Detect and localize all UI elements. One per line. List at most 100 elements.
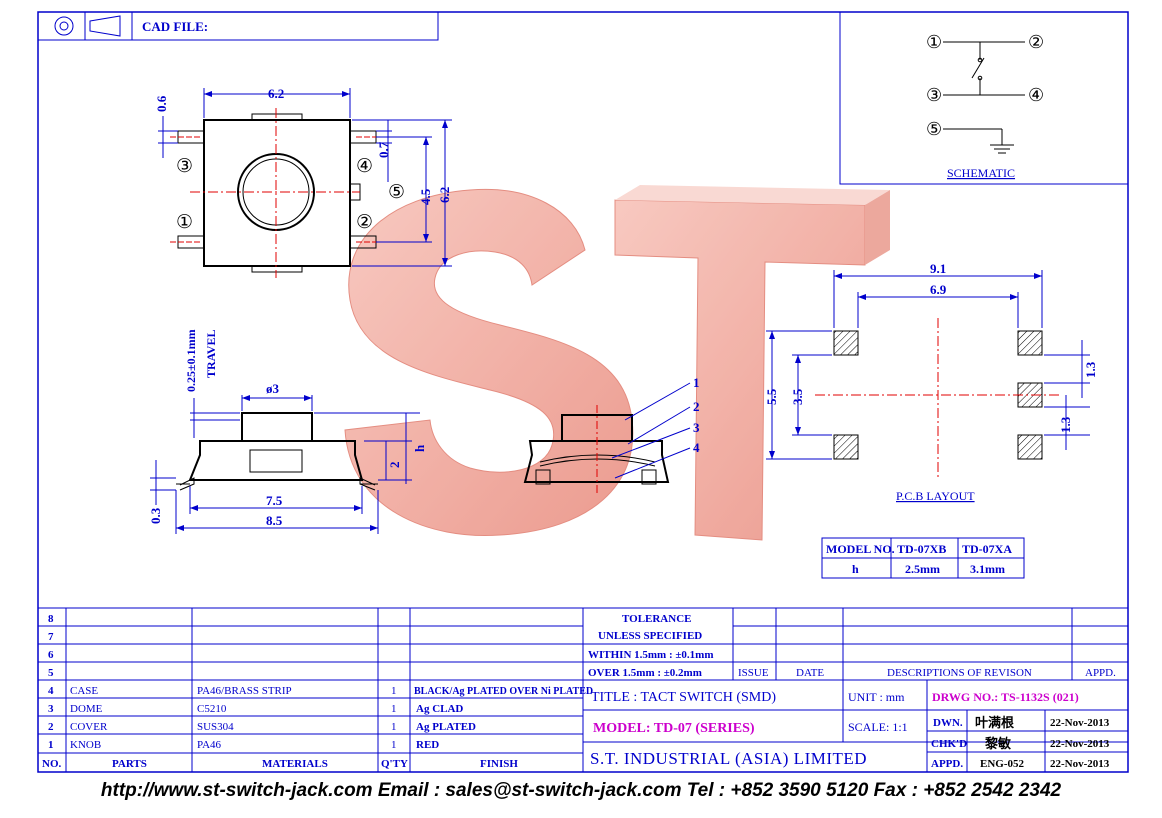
dim-75: 7.5 xyxy=(266,493,283,508)
revision-issue: ISSUE xyxy=(738,667,769,679)
drawing-sheet: CAD FILE: ① ② ③ ④ ⑤ SCHEMATIC xyxy=(37,11,1129,773)
pcb-dim-69: 6.9 xyxy=(930,282,947,297)
drawing-number: DRWG NO.: TS-1132S (021) xyxy=(932,690,1079,704)
dim-height: 6.2 xyxy=(437,187,452,203)
top-view: ③ ④ ⑤ ① ② 6.2 0.6 0.7 4.5 6.2 xyxy=(154,86,452,278)
pcb-dim-13b: 1.3 xyxy=(1058,416,1073,433)
tolerance-line3: WITHIN 1.5mm : ±0.1mm xyxy=(588,649,714,661)
bom-table: 8 7 6 5 4 3 2 1 CASE DOME COVER KNOB PA4… xyxy=(42,613,593,770)
pcb-layout: 9.1 6.9 5.5 3.5 1.3 1.3 P.C.B LAYOUT xyxy=(764,261,1098,503)
schematic-pin-1: ① xyxy=(926,32,942,52)
model-table-cell-2: 3.1mm xyxy=(970,562,1005,576)
appd-date: 22-Nov-2013 xyxy=(1050,758,1110,770)
dim-inner: 4.5 xyxy=(418,188,433,205)
section-view: 1 2 3 4 xyxy=(523,375,700,495)
schematic-pin-3: ③ xyxy=(926,85,942,105)
pcb-title: P.C.B LAYOUT xyxy=(896,489,975,503)
model-table-header-2: TD-07XA xyxy=(962,542,1012,556)
side-view: 0.25±0.1mm TRAVEL ø3 2 h 0.3 7.5 8.5 xyxy=(148,329,427,534)
bom-no-4: 4 xyxy=(48,685,54,697)
bom-material-1: PA46 xyxy=(197,739,222,751)
bom-part-3: DOME xyxy=(70,703,103,715)
unit-label: UNIT : mm xyxy=(848,690,905,704)
dim-h: h xyxy=(412,444,427,452)
callout-3: 3 xyxy=(693,420,700,435)
pcb-dim-91: 9.1 xyxy=(930,261,946,276)
schematic-pin-2: ② xyxy=(1028,32,1044,52)
appd-label: APPD. xyxy=(931,758,963,770)
travel-value: 0.25±0.1mm xyxy=(184,329,198,392)
bom-material-2: SUS304 xyxy=(197,721,234,733)
revision-date: DATE xyxy=(796,667,824,679)
cad-header: CAD FILE: xyxy=(37,11,439,41)
schematic-pin-5: ⑤ xyxy=(926,119,942,139)
callout-1: 1 xyxy=(693,375,700,390)
dim-03: 0.3 xyxy=(148,507,163,524)
top-pin-2: ② xyxy=(356,212,373,233)
bom-no-3: 3 xyxy=(48,703,54,715)
bom-no-5: 5 xyxy=(48,667,54,679)
tolerance-title: TOLERANCE xyxy=(622,613,691,625)
st-watermark xyxy=(344,185,890,541)
bom-no-7: 7 xyxy=(48,631,54,643)
model-table-header-1: TD-07XB xyxy=(897,542,946,556)
chk-label: CHK'D xyxy=(931,738,967,750)
top-pin-4: ④ xyxy=(356,156,373,177)
bom-qty-4: 1 xyxy=(391,685,397,697)
title-block xyxy=(38,607,1128,772)
chk-date: 22-Nov-2013 xyxy=(1050,738,1110,750)
tolerance-line2: UNLESS SPECIFIED xyxy=(598,630,702,642)
bom-material-3: C5210 xyxy=(197,703,227,715)
schematic-pin-4: ④ xyxy=(1028,85,1044,105)
contact-footer: http://www.st-switch-jack.com Email : sa… xyxy=(100,780,1062,801)
schematic-box: ① ② ③ ④ ⑤ SCHEMATIC xyxy=(839,11,1129,185)
bom-qty-3: 1 xyxy=(391,703,397,715)
bom-finish-3: Ag CLAD xyxy=(416,703,463,715)
company-name: S.T. INDUSTRIAL (ASIA) LIMITED xyxy=(590,749,867,768)
bom-header-finish: FINISH xyxy=(480,758,518,770)
pcb-dim-35: 3.5 xyxy=(790,388,805,405)
top-pin-3: ③ xyxy=(176,156,193,177)
schematic-title: SCHEMATIC xyxy=(947,166,1015,180)
model-table-cell-1: 2.5mm xyxy=(905,562,940,576)
bom-part-2: COVER xyxy=(70,721,108,733)
chk-name: 黎敏 xyxy=(985,736,1012,751)
title-info: TITLE : TACT SWITCH (SMD) MODEL: TD-07 (… xyxy=(590,690,1110,770)
bom-part-1: KNOB xyxy=(70,739,101,751)
dwn-label: DWN. xyxy=(933,717,963,729)
bom-no-1: 1 xyxy=(48,739,54,751)
drawing-title: TITLE : TACT SWITCH (SMD) xyxy=(591,690,776,705)
bom-finish-2: Ag PLATED xyxy=(416,721,476,733)
bom-header-materials: MATERIALS xyxy=(262,758,328,770)
bom-part-4: CASE xyxy=(70,685,98,697)
bom-finish-1: RED xyxy=(416,739,439,751)
top-pin-1: ① xyxy=(176,212,193,233)
dim-pin-gap: 0.7 xyxy=(376,141,391,158)
cad-file-label: CAD FILE: xyxy=(142,19,208,34)
tolerance-line4: OVER 1.5mm : ±0.2mm xyxy=(588,667,702,679)
scale-label: SCALE: 1:1 xyxy=(848,720,908,734)
bom-no-8: 8 xyxy=(48,613,54,625)
drawing-model: MODEL: TD-07 (SERIES) xyxy=(593,721,755,736)
revision-appd: APPD. xyxy=(1085,667,1116,679)
bom-header-qty: Q'TY xyxy=(381,758,408,770)
bom-header-parts: PARTS xyxy=(112,758,147,770)
dim-top-offset: 0.6 xyxy=(154,95,169,112)
dim-2: 2 xyxy=(387,462,402,469)
pcb-dim-55: 5.5 xyxy=(764,388,779,405)
dim-width: 6.2 xyxy=(268,86,284,101)
model-table-cell-0: h xyxy=(852,562,859,576)
bom-finish-4: BLACK/Ag PLATED OVER Ni PLATED xyxy=(414,686,593,697)
dim-85: 8.5 xyxy=(266,513,283,528)
bom-material-4: PA46/BRASS STRIP xyxy=(197,685,292,697)
bom-no-2: 2 xyxy=(48,721,54,733)
bom-qty-1: 1 xyxy=(391,739,397,751)
model-table: MODEL NO. TD-07XB TD-07XA h 2.5mm 3.1mm xyxy=(821,537,1025,579)
appd-name: ENG-052 xyxy=(980,758,1025,770)
revision-desc: DESCRIPTIONS OF REVISON xyxy=(887,667,1032,679)
bom-no-6: 6 xyxy=(48,649,54,661)
top-pin-5: ⑤ xyxy=(388,182,405,203)
dwn-name: 叶满根 xyxy=(975,715,1015,730)
model-table-header-0: MODEL NO. xyxy=(826,542,895,556)
callout-2: 2 xyxy=(693,399,700,414)
